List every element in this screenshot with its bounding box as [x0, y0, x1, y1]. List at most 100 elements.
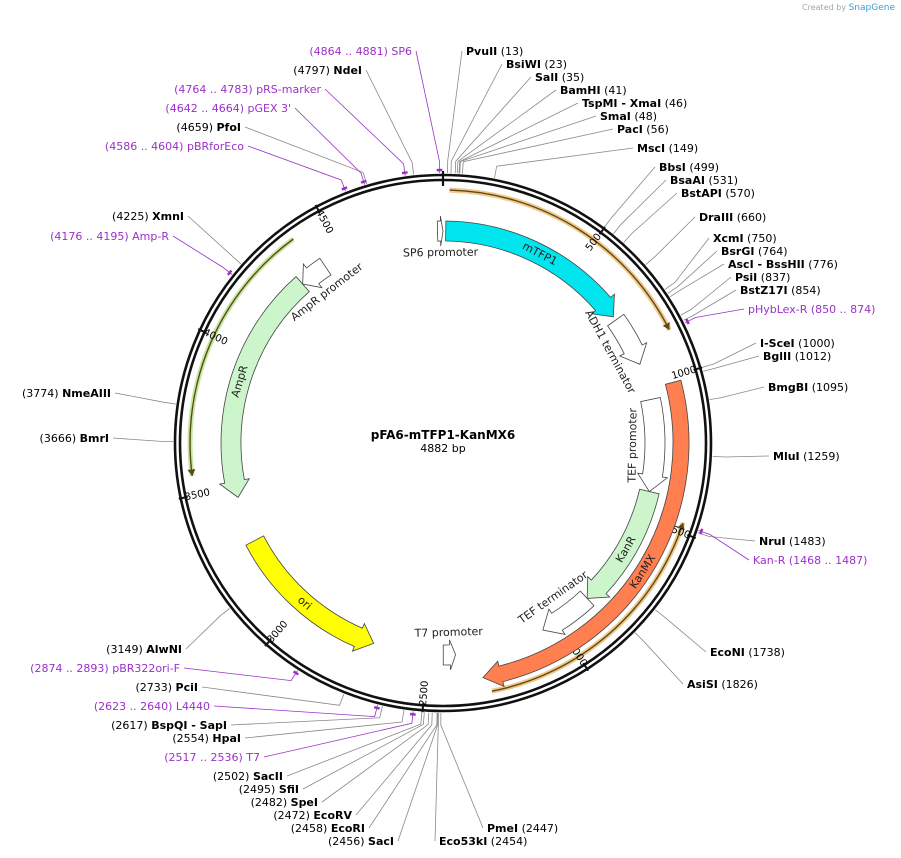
primer-arrowhead: [662, 322, 670, 330]
site-phyblex-r: pHybLex-R (850 .. 874): [748, 303, 875, 316]
site-leader: [709, 386, 765, 400]
site-position: (149): [665, 142, 698, 155]
site-pvuii: PvuII (13): [466, 45, 523, 58]
primer-arrowhead: [677, 522, 685, 531]
site-psii: PsiI (837): [735, 271, 790, 284]
site-asci-bsshii: AscI - BssHII (776): [728, 258, 838, 271]
site-xcmi: XcmI (750): [713, 232, 777, 245]
site-position: (850 .. 874): [807, 303, 875, 316]
site-pfoi: (4659) PfoI: [176, 121, 241, 134]
site-sfii: (2495) SfiI: [239, 783, 299, 796]
site-name: BmgBI: [768, 381, 808, 394]
site-i-scei: I-SceI (1000): [760, 337, 835, 350]
site-leader: [112, 437, 173, 442]
site-leader: [604, 166, 656, 228]
site-name: BmrI: [80, 432, 109, 445]
site-asisi: AsiSI (1826): [687, 678, 758, 691]
site-leader: [397, 712, 439, 842]
site-name: XmnI: [152, 210, 184, 223]
site-name: DraIII: [699, 211, 733, 224]
site-position: (4586 .. 4604): [105, 140, 187, 153]
site-position: (2447): [518, 822, 558, 835]
site-position: (4642 .. 4664): [165, 102, 247, 115]
site-position: (13): [497, 45, 523, 58]
site-ecorv: (2472) EcoRV: [273, 809, 352, 822]
site-position: (2617): [111, 719, 151, 732]
site-leader: [321, 712, 430, 803]
tick-mark: [314, 204, 321, 214]
site-position: (4176 .. 4195): [50, 230, 132, 243]
site-position: (1483): [786, 535, 826, 548]
primer-binding-mark: [685, 318, 690, 325]
site-name: Kan-R: [753, 554, 786, 567]
site-pcii: (2733) PciI: [135, 681, 198, 694]
site-leader: [454, 76, 532, 174]
site-name: pRS-marker: [256, 83, 321, 96]
site-name: HpaI: [212, 732, 241, 745]
site-position: (4659): [176, 121, 216, 134]
feature-ampr: [218, 276, 310, 498]
site-leader: [664, 237, 710, 290]
site-position: (1826): [718, 678, 758, 691]
site-nrui: NruI (1483): [759, 535, 826, 548]
site-name: MscI: [637, 142, 665, 155]
primer-arc: [189, 238, 294, 477]
site-leader: [172, 235, 233, 275]
site-leader: [680, 276, 732, 316]
site-amp-r: (4176 .. 4195) Amp-R: [50, 230, 169, 243]
site-position: (660): [733, 211, 766, 224]
site-name: PfoI: [217, 121, 242, 134]
site-econi: EcoNI (1738): [710, 646, 785, 659]
site-position: (35): [558, 71, 584, 84]
feature-ori: [245, 535, 375, 652]
feature-kanmx: [482, 379, 690, 688]
site-position: (764): [754, 245, 787, 258]
primer-binding-mark: [699, 528, 704, 535]
site-leader: [698, 530, 750, 561]
site-position: (23): [541, 58, 567, 71]
site-hpai: (2554) HpaI: [172, 732, 241, 745]
primer-arc: [449, 189, 670, 331]
site-kan-r: Kan-R (1468 .. 1487): [753, 554, 867, 567]
backbone: [173, 171, 713, 713]
site-leader: [462, 128, 614, 174]
site-bmri: (3666) BmrI: [40, 432, 109, 445]
site-position: (1468 .. 1487): [785, 554, 867, 567]
site-name: BstZ17I: [740, 284, 788, 297]
site-sacii: (2502) SacII: [213, 770, 283, 783]
site-ndei: (4797) NdeI: [293, 64, 362, 77]
site-leader: [494, 147, 634, 178]
site-position: (750): [744, 232, 777, 245]
site-position: (3774): [22, 387, 62, 400]
site-nmeaiii: (3774) NmeAIII: [22, 387, 111, 400]
site-position: (2456): [328, 835, 368, 848]
site-name: BbsI: [659, 161, 686, 174]
site-name: pGEX 3': [247, 102, 291, 115]
site-position: (2554): [172, 732, 212, 745]
site-leader: [684, 308, 745, 324]
site-draiii: DraIII (660): [699, 211, 766, 224]
site-position: (2458): [291, 822, 331, 835]
site-position: (46): [661, 97, 687, 110]
site-name: Amp-R: [132, 230, 169, 243]
site-name: SpeI: [291, 796, 318, 809]
site-leader: [247, 145, 346, 192]
site-name: PsiI: [735, 271, 757, 284]
site-leader: [669, 263, 725, 298]
site-name: BspQI - SapI: [151, 719, 227, 732]
site-name: SalI: [535, 71, 558, 84]
site-bglii: BglII (1012): [763, 350, 831, 363]
site-name: BglII: [763, 350, 791, 363]
site-position: (2874 .. 2893): [30, 662, 112, 675]
site-sali: SalI (35): [535, 71, 584, 84]
site-position: (56): [643, 123, 669, 136]
site-position: (1259): [800, 450, 840, 463]
site-name: BsrGI: [721, 245, 754, 258]
site-position: (41): [601, 84, 627, 97]
site-name: PciI: [176, 681, 198, 694]
feature-mtfp1: [445, 220, 615, 318]
site-leader: [294, 107, 365, 185]
site-bmgbi: BmgBI (1095): [768, 381, 848, 394]
site-leader: [355, 712, 433, 816]
plasmid-name: pFA6-mTFP1-KanMX6: [371, 428, 516, 442]
